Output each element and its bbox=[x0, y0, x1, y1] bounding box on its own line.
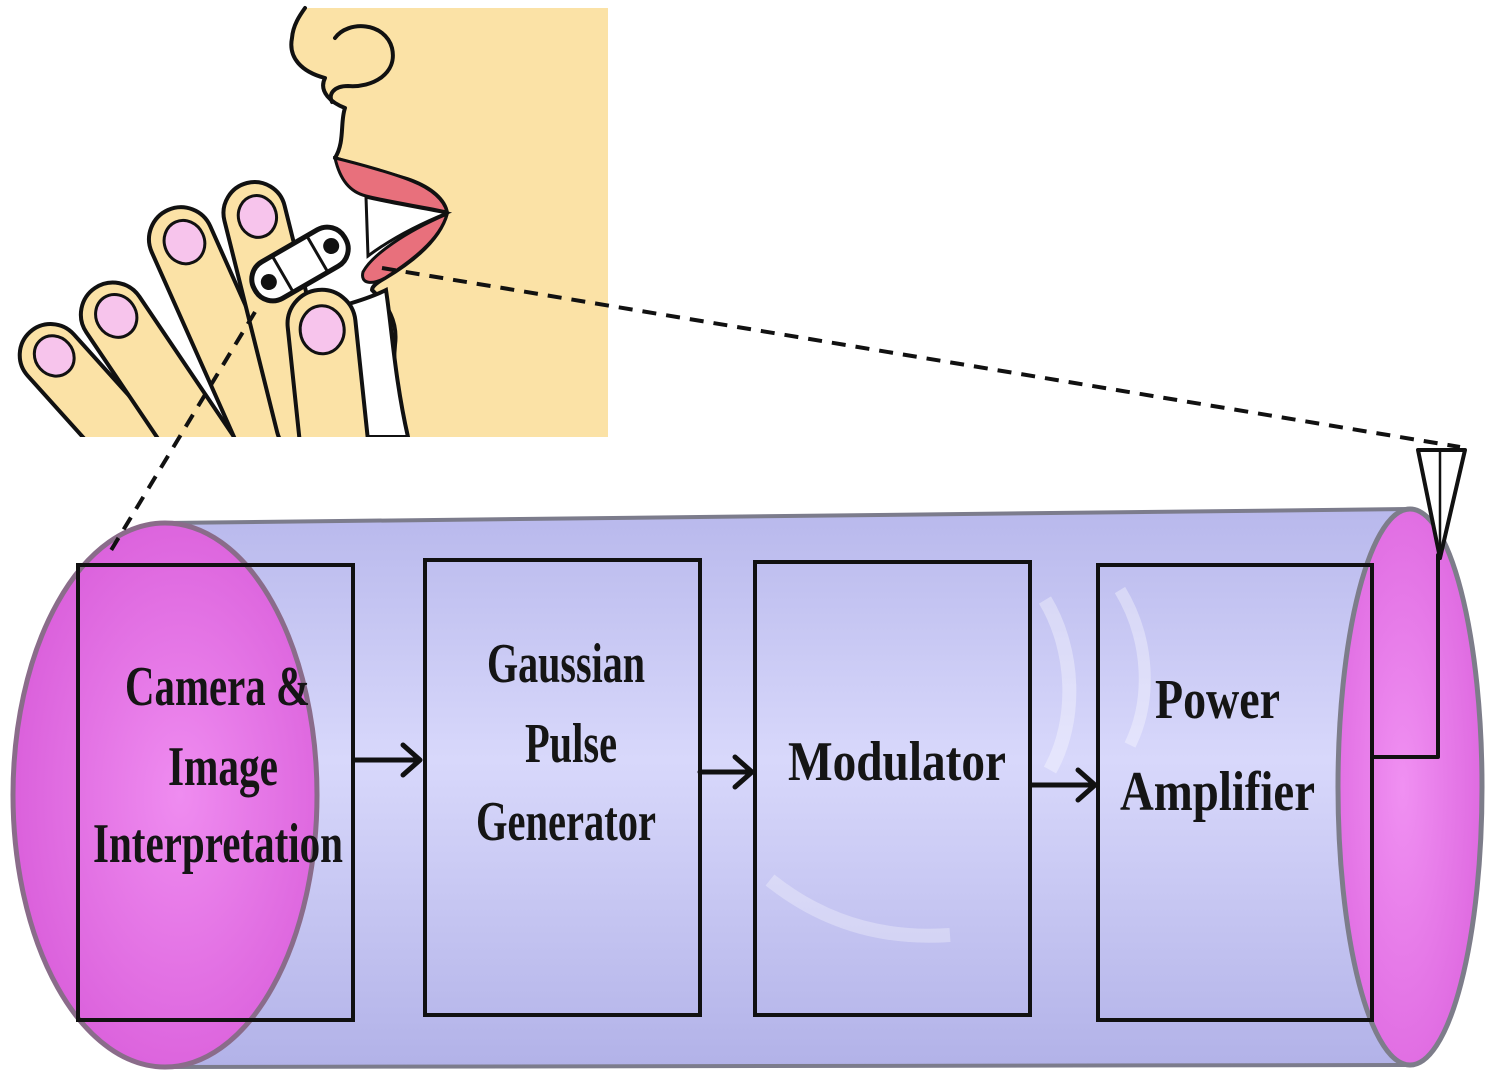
fingernail bbox=[236, 194, 279, 239]
upper-lip bbox=[333, 155, 450, 215]
block-camera-label-line2: Image bbox=[168, 736, 278, 798]
arrow-modulator-to-amplifier bbox=[1029, 767, 1098, 803]
block-camera-label-line3: Interpretation bbox=[93, 813, 343, 875]
cylinder-right-end-cap bbox=[1335, 506, 1485, 1068]
cylinder-highlight bbox=[765, 874, 951, 943]
fingernail bbox=[298, 304, 346, 356]
capsule-pill bbox=[249, 224, 351, 304]
antenna-feed-line bbox=[1370, 553, 1440, 759]
lower-lip bbox=[361, 211, 450, 284]
cylinder-highlight bbox=[1038, 596, 1077, 774]
capsule-cylinder bbox=[10, 506, 1485, 1070]
antenna-icon bbox=[1416, 448, 1467, 560]
block-power-amplifier: Power Amplifier bbox=[1096, 563, 1374, 1022]
block-pulse-generator: Gaussian Pulse Generator bbox=[423, 558, 702, 1017]
thumb bbox=[285, 287, 372, 437]
block-pulse-generator-label-line1: Gaussian bbox=[487, 633, 645, 695]
capsule-lens-icon bbox=[323, 238, 340, 254]
block-power-amplifier-box bbox=[1096, 563, 1374, 1022]
block-camera-label-line1: Camera & bbox=[125, 656, 310, 718]
block-modulator-box bbox=[753, 560, 1032, 1017]
arrowhead-icon bbox=[732, 754, 755, 790]
cylinder-body bbox=[165, 509, 1412, 1067]
fingernail bbox=[94, 293, 139, 339]
fingernail bbox=[32, 334, 76, 378]
cylinder-highlight bbox=[1114, 586, 1151, 748]
block-camera: Camera & Image Interpretation bbox=[76, 563, 355, 1022]
block-pulse-generator-label-line3: Generator bbox=[476, 791, 656, 853]
block-modulator-label: Modulator bbox=[788, 731, 1006, 793]
block-camera-box bbox=[76, 563, 355, 1022]
arrowhead-icon bbox=[1075, 767, 1098, 803]
block-modulator: Modulator bbox=[753, 560, 1032, 1017]
arrow-camera-to-pulse bbox=[352, 742, 423, 778]
block-pulse-generator-box bbox=[423, 558, 702, 1017]
block-power-amplifier-label-line2: Amplifier bbox=[1120, 761, 1315, 823]
capsule-lens-icon bbox=[260, 274, 277, 290]
fingernail bbox=[162, 218, 207, 266]
arrow-pulse-to-modulator bbox=[697, 754, 755, 790]
face bbox=[291, 8, 608, 437]
nostril bbox=[328, 24, 395, 104]
cylinder-top-edge bbox=[164, 507, 1411, 525]
antenna bbox=[1370, 448, 1467, 759]
finger-ring bbox=[78, 280, 240, 437]
swallowing-illustration bbox=[17, 6, 608, 437]
cylinder-left-end-cap bbox=[10, 520, 320, 1070]
block-power-amplifier-label-line1: Power bbox=[1155, 669, 1280, 731]
block-pulse-generator-label-line2: Pulse bbox=[525, 713, 617, 775]
cylinder-bottom-edge bbox=[164, 1063, 1413, 1069]
arrowhead-icon bbox=[400, 742, 423, 778]
